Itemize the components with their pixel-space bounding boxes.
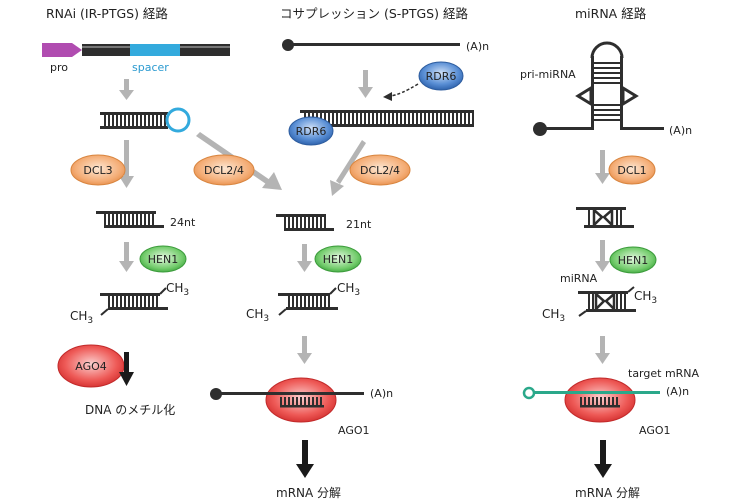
dcl3-enzyme: DCL3: [70, 154, 126, 186]
dcl3-label: DCL3: [83, 164, 112, 177]
spacer-label: spacer: [132, 61, 169, 74]
rnai-arrow-2: [119, 140, 134, 188]
dcl24-enzyme-left: DCL2/4: [193, 154, 255, 186]
pri-mirna-label: pri-miRNA: [520, 68, 576, 81]
dcl24-enzyme-right: DCL2/4: [349, 154, 411, 186]
hen1-label-1: HEN1: [148, 253, 178, 266]
hen1-label-2: HEN1: [323, 253, 353, 266]
polya-label-2: (A)n: [370, 387, 393, 400]
rdr6-enzyme-top: RDR6: [418, 61, 464, 91]
promoter-arrow: [42, 43, 82, 57]
ago1-label-2: AGO1: [639, 424, 671, 437]
ago1-complex-1: (A)n AGO1: [210, 377, 393, 437]
header-cosuppression: コサプレッション (S-PTGS) 経路: [280, 6, 468, 21]
spacer-segment: [130, 44, 180, 56]
rnai-construct: pro spacer: [42, 43, 230, 74]
target-mrna-label: target mRNA: [628, 367, 700, 380]
ago1-label-1: AGO1: [338, 424, 370, 437]
long-dsrna: [292, 110, 474, 127]
mirna-arrow-3: [595, 336, 610, 364]
polya-label-1: (A)n: [466, 40, 489, 53]
ch3-top-1: CH3: [166, 281, 189, 298]
dna-methylation-label: DNA のメチル化: [85, 403, 175, 417]
mirna-label: miRNA: [560, 272, 598, 285]
cosup-arrow-1: [358, 70, 373, 98]
methylated-duplex-21nt: CH3 CH3: [246, 281, 360, 324]
duplex-21nt: 21nt: [276, 214, 372, 231]
cosup-arrow-3: [297, 336, 312, 364]
pro-label: pro: [50, 61, 68, 74]
rnai-hairpin-dsrna: [100, 107, 191, 133]
methylated-duplex-24nt: CH3 CH3: [70, 281, 189, 326]
hen1-enzyme-2: HEN1: [314, 245, 362, 273]
rnai-arrow-1: [119, 79, 134, 100]
mrna-degradation-2: mRNA 分解: [575, 486, 640, 500]
pri-mirna-structure: pri-miRNA (A)n: [520, 41, 692, 137]
hen1-label-3: HEN1: [618, 254, 648, 267]
transgene-mrna: (A)n: [282, 39, 489, 53]
dcl1-label: DCL1: [617, 164, 646, 177]
hen1-enzyme-3: HEN1: [609, 246, 657, 274]
hen1-enzyme-1: HEN1: [139, 245, 187, 273]
ch3-bottom-1: CH3: [70, 309, 93, 326]
rnai-arrow-3: [119, 242, 134, 272]
duplex-24nt: 24nt: [96, 211, 196, 229]
dcl1-enzyme: DCL1: [608, 155, 656, 185]
rdr6-enzyme-bottom: RDR6: [288, 116, 334, 146]
mirna-arrow-4: [594, 440, 612, 478]
rdr6-dashed-arrow: [389, 83, 419, 97]
rdr6-label-top: RDR6: [426, 70, 457, 83]
dcl24-label-right: DCL2/4: [360, 164, 400, 177]
header-mirna: miRNA 経路: [575, 6, 647, 21]
ch3-bottom-3: CH3: [542, 307, 565, 324]
label-21nt: 21nt: [346, 218, 372, 231]
ch3-top-3: CH3: [634, 289, 657, 306]
cosup-diagonal-arrow: [330, 140, 366, 196]
mirna-arrow-1: [595, 150, 610, 184]
header-rnai: RNAi (IR-PTGS) 経路: [46, 6, 168, 21]
polya-label-3: (A)n: [669, 124, 692, 137]
ago1-complex-2: (A)n AGO1: [522, 377, 689, 437]
target-mrna-strand: [534, 391, 660, 394]
rdr6-label-bottom: RDR6: [296, 125, 327, 138]
mirna-duplex-1: [576, 207, 634, 229]
mirna-arrow-2: [595, 240, 610, 272]
polya-label-4: (A)n: [666, 385, 689, 398]
label-24nt: 24nt: [170, 216, 196, 229]
dcl24-label-left: DCL2/4: [204, 164, 244, 177]
ago4-protein: AGO4: [57, 344, 125, 388]
rnai-arrow-4: [119, 352, 134, 386]
ch3-bottom-2: CH3: [246, 307, 269, 324]
hairpin-loop: [165, 107, 191, 133]
ago4-label: AGO4: [75, 360, 107, 373]
cosup-arrow-4: [296, 440, 314, 478]
mrna-degradation-1: mRNA 分解: [276, 486, 341, 500]
ch3-top-2: CH3: [337, 281, 360, 298]
cosup-arrow-2: [297, 244, 312, 272]
methylated-mirna-duplex: CH3 CH3: [542, 286, 657, 324]
